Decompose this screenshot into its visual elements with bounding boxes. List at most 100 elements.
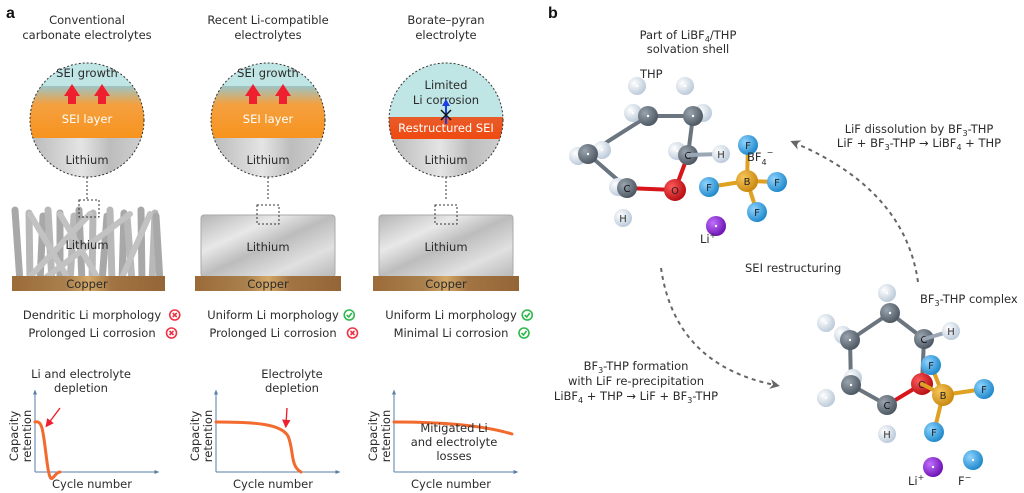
column-title-line: electrolytes — [234, 28, 301, 42]
hydrogen-atom: H — [614, 209, 632, 227]
column-title-line: Recent Li-compatible — [207, 13, 328, 27]
atom-label: F — [931, 428, 937, 439]
dissolution-cycle-arrow — [790, 140, 919, 283]
dendrite — [22, 211, 93, 285]
dendrite — [152, 212, 164, 286]
copper-label: Copper — [425, 277, 467, 291]
capacity-curve — [33, 420, 62, 480]
boron-atom: B — [932, 384, 954, 406]
x-circle-icon — [165, 327, 178, 339]
copper-substrate — [12, 276, 165, 291]
y-axis-label-line: retention — [201, 410, 215, 462]
panel-a-label: a — [6, 5, 15, 22]
hydrogen-atom: H — [878, 425, 896, 443]
property-text: Uniform Li morphology — [385, 308, 517, 322]
dissolution-title: LiF dissolution by BF3-THP — [845, 122, 994, 138]
lithium-label: Lithium — [424, 240, 467, 254]
column-title-line: Borate–pyran — [407, 13, 484, 27]
carbon-atom: C — [617, 178, 637, 198]
hydrogen-atom — [624, 104, 642, 122]
lithium-dendrites — [11, 206, 164, 286]
y-axis-label-line: retention — [379, 410, 393, 462]
dendrite — [37, 211, 133, 285]
column-title-line: carbonate electrolytes — [22, 28, 151, 42]
atom-label: F — [928, 361, 934, 372]
fluorine-atom: F — [974, 379, 994, 399]
circle-bottom-text: Lithium — [246, 153, 289, 167]
carbon-atom — [683, 106, 703, 126]
sei-growth-arrow-icon — [94, 84, 110, 104]
zoom-box — [78, 199, 100, 218]
carbon-atom — [841, 375, 861, 395]
column-title-line: Conventional — [49, 13, 125, 27]
lithium-label: Lithium — [65, 238, 108, 252]
zoom-box — [434, 204, 458, 225]
fluorine-atom: F — [699, 177, 719, 197]
y-axis-label: Capacityretention — [366, 410, 393, 462]
hydrogen-atom — [878, 284, 896, 302]
copper-label: Copper — [66, 277, 108, 291]
capacity-curve — [392, 420, 514, 436]
copper-label: Copper — [247, 277, 289, 291]
panel-b-label: b — [548, 5, 558, 22]
hydrogen-atom: H — [942, 322, 960, 340]
fluorine-atom: F — [738, 135, 758, 155]
property-text: Dendritic Li morphology — [23, 308, 162, 322]
atom-label: H — [947, 327, 955, 338]
atom-label: B — [940, 391, 947, 402]
boron-atom: B — [736, 170, 758, 192]
zoom-box — [256, 204, 280, 225]
carbon-atom — [880, 303, 900, 323]
fluorine-atom: F — [924, 422, 944, 442]
atom-label: H — [619, 214, 627, 225]
y-axis-label: Capacityretention — [7, 410, 34, 462]
li-cation-label-2: Li+ — [908, 473, 924, 488]
x-circle-icon — [168, 309, 181, 321]
circle-middle-text: Restructured SEI — [398, 121, 494, 135]
annotation-arrow — [45, 407, 61, 428]
copper-substrate — [373, 276, 519, 291]
atom-label: C — [884, 401, 891, 412]
f-anion-label: F− — [958, 473, 971, 488]
atom-label: H — [717, 150, 725, 161]
property-text: Minimal Li corrosion — [394, 326, 509, 340]
atom-label: B — [744, 177, 751, 188]
column-title-line: electrolyte — [415, 28, 476, 42]
lithium-label: Lithium — [246, 240, 289, 254]
atom-label: F — [754, 208, 760, 219]
property-text: Prolonged Li corrosion — [28, 326, 155, 340]
sei-restructuring-label: SEI restructuring — [745, 261, 841, 275]
plot-annotation: depletion — [54, 381, 108, 395]
atom-label: F — [706, 183, 712, 194]
bf3-thp-complex-label: BF3-THP complex — [920, 292, 1018, 308]
atom-label: H — [883, 430, 891, 441]
atom-label: F — [745, 141, 751, 152]
dendrite — [117, 211, 153, 285]
sei-growth-arrow-icon — [275, 84, 291, 104]
carbon-atom — [638, 106, 658, 126]
atom-label: F — [981, 385, 987, 396]
circle-middle-text: SEI layer — [243, 112, 294, 126]
plot-annotation: Mitigated Li — [420, 421, 487, 435]
bf4-anion-label: BF4− — [747, 148, 773, 167]
circle-top-text: SEI growth — [56, 66, 118, 80]
sei-growth-arrow-icon — [64, 84, 80, 104]
magnified-circle — [211, 63, 325, 177]
property-text: Uniform Li morphology — [207, 308, 339, 322]
x-axis-label: Cycle number — [233, 477, 313, 491]
dendrite — [57, 211, 103, 285]
oxygen-atom: O — [664, 179, 686, 201]
property-text: Prolonged Li corrosion — [209, 326, 336, 340]
hydrogen-atom: H — [712, 145, 730, 163]
hydrogen-atom — [817, 389, 835, 407]
